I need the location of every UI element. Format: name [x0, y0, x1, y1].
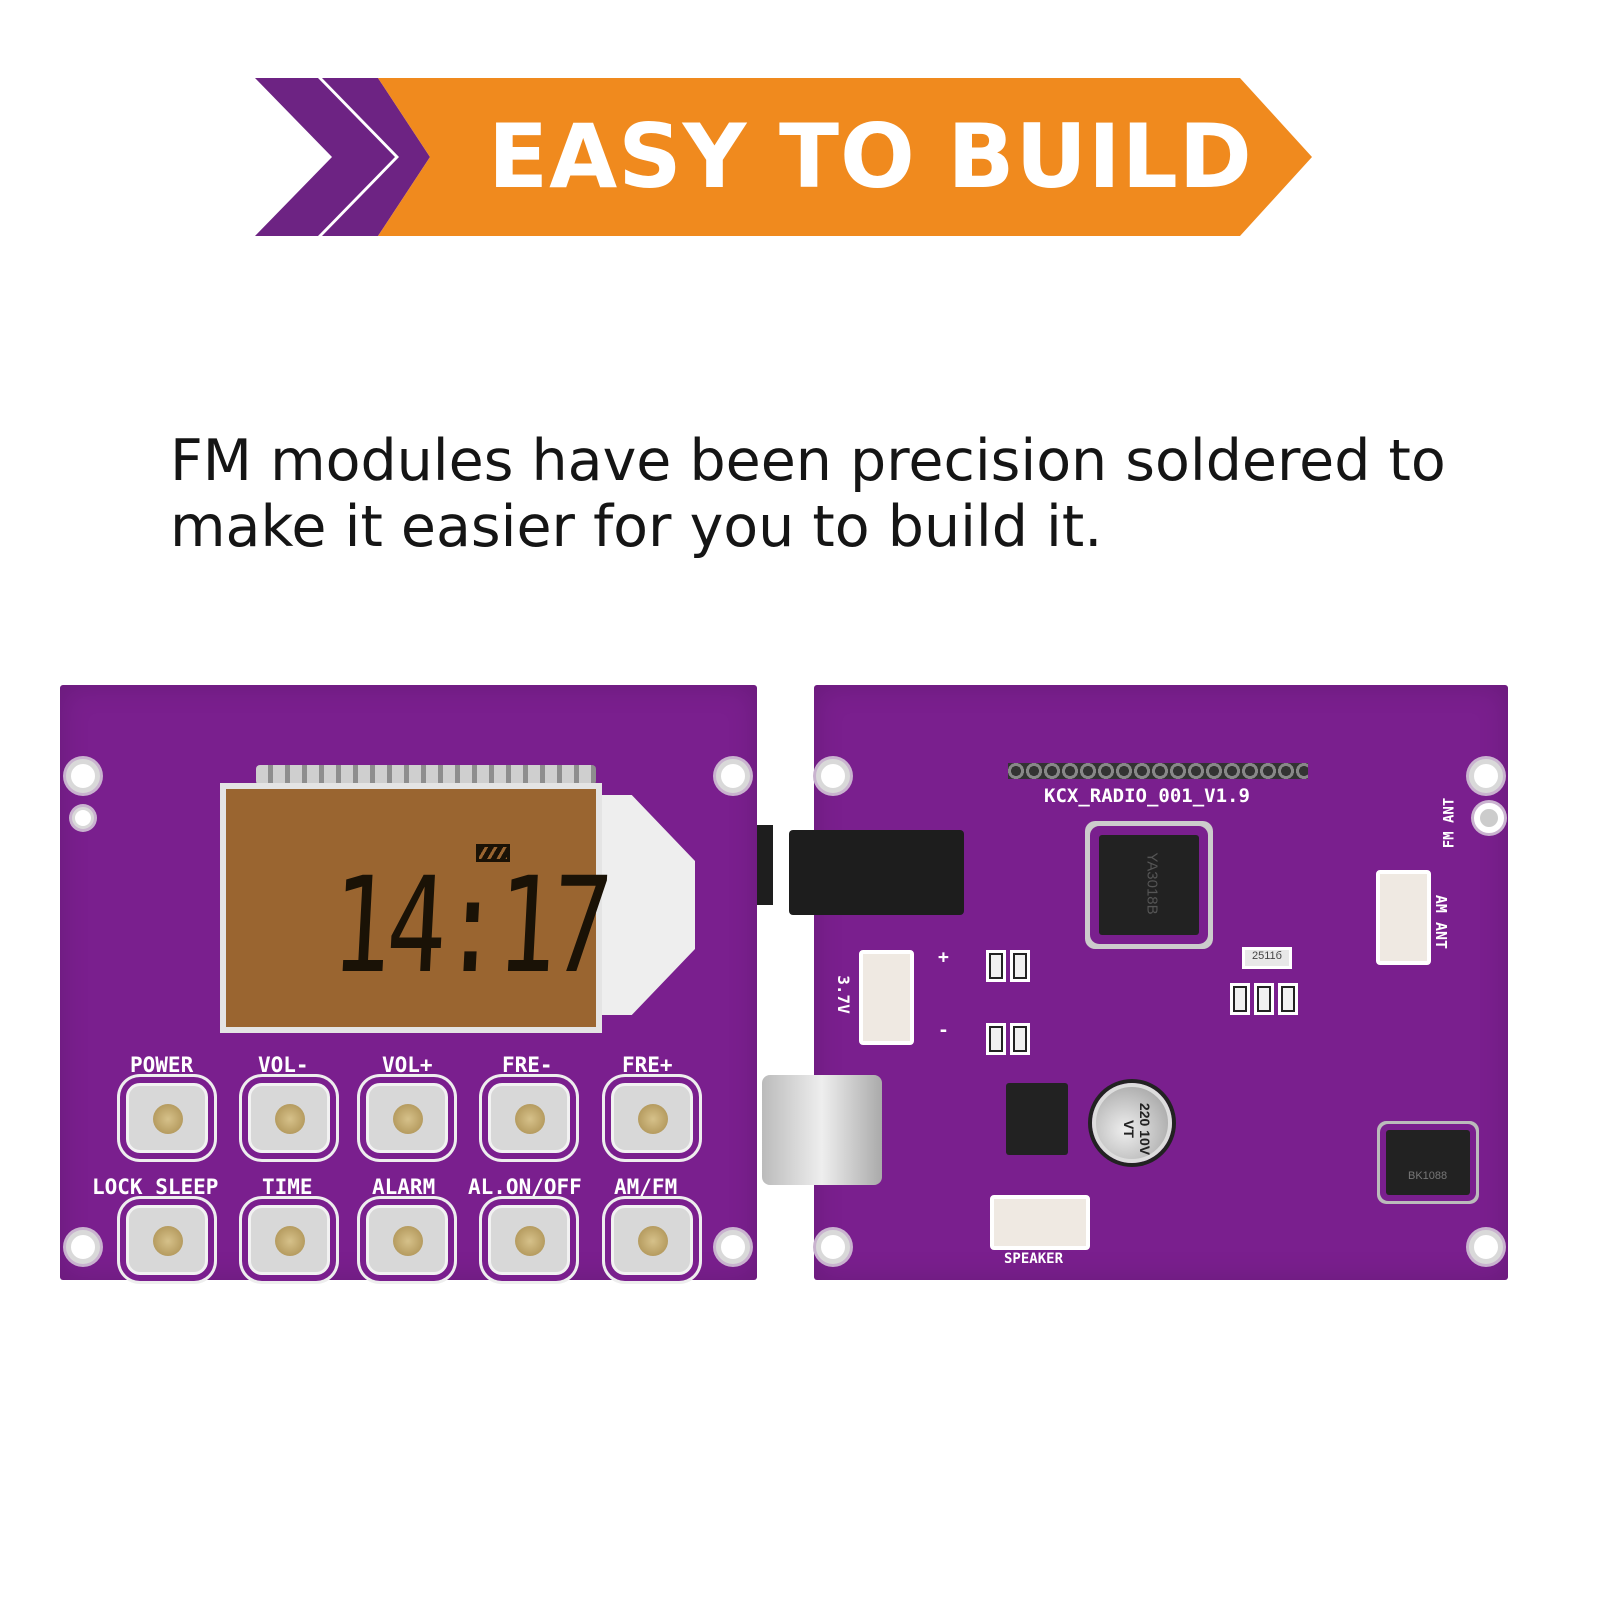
fm-ant-label: FM ANT — [1441, 797, 1458, 849]
main-chip-marking: YA3018B — [1143, 852, 1161, 915]
label-vol-up: VOL+ — [382, 1053, 433, 1077]
resistor — [1254, 983, 1274, 1015]
side-jack — [757, 825, 773, 905]
main-chip: YA3018B — [1099, 835, 1199, 935]
lock-sleep-button[interactable] — [126, 1205, 208, 1275]
banner — [255, 78, 1312, 236]
shunt-resistor: 2511б — [1242, 947, 1292, 969]
header-pins — [1008, 763, 1308, 779]
fre-up-button[interactable] — [611, 1083, 693, 1153]
description-line: make it easier for you to build it. — [170, 494, 1103, 560]
am-antenna-connector[interactable] — [1376, 870, 1431, 965]
lcd-display: 14:17 — [220, 783, 611, 1033]
radio-chip: BK1088 — [1386, 1130, 1470, 1195]
speaker-connector[interactable] — [990, 1195, 1090, 1250]
battery-connector[interactable] — [859, 950, 914, 1045]
label-fre-down: FRE- — [502, 1053, 553, 1077]
chevron-icon — [322, 78, 430, 236]
resistor — [1230, 983, 1250, 1015]
speaker-label: SPEAKER — [1004, 1251, 1064, 1267]
chevron-icon — [255, 78, 395, 236]
lcd-time: 14:17 — [327, 849, 612, 1003]
label-alarm-on-off: AL.ON/OFF — [468, 1175, 582, 1199]
label-lock-sleep: LOCK_SLEEP — [92, 1175, 219, 1199]
vol-up-button[interactable] — [366, 1083, 448, 1153]
amp-chip — [1006, 1083, 1068, 1155]
alarm-on-off-button[interactable] — [488, 1205, 570, 1275]
power-button[interactable] — [126, 1083, 208, 1153]
back-pcb: KCX_RADIO_001_V1.9 FM ANT YA3018B 3.7V +… — [762, 685, 1508, 1280]
mount-hole — [716, 759, 750, 793]
am-ant-label: AM ANT — [1432, 894, 1451, 950]
plus-label: + — [938, 947, 949, 968]
resistor — [986, 950, 1006, 982]
mount-hole — [816, 759, 850, 793]
label-alarm: ALARM — [372, 1175, 436, 1199]
front-pcb: 14:17 POWER VOL- VOL+ FRE- FRE+ LOCK_SLE… — [60, 685, 773, 1280]
capacitor-marking: 220 10V VT — [1121, 1102, 1153, 1156]
usb-c-port[interactable] — [762, 1075, 882, 1185]
vol-down-button[interactable] — [248, 1083, 330, 1153]
resistor — [986, 1023, 1006, 1055]
fre-down-button[interactable] — [488, 1083, 570, 1153]
alarm-button[interactable] — [366, 1205, 448, 1275]
label-power: POWER — [130, 1053, 194, 1077]
audio-jack — [789, 830, 964, 915]
capacitor: 220 10V VT — [1092, 1083, 1172, 1163]
banner-title: EASY TO BUILD — [488, 105, 1253, 208]
time-button[interactable] — [248, 1205, 330, 1275]
resistor — [1010, 950, 1030, 982]
mount-hole — [1469, 1230, 1503, 1264]
radio-chip-marking: BK1088 — [1408, 1170, 1448, 1182]
label-time: TIME — [262, 1175, 313, 1199]
mount-hole — [66, 1230, 100, 1264]
label-am-fm: AM/FM — [614, 1175, 678, 1199]
banner-ribbon — [378, 78, 1312, 236]
am-fm-button[interactable] — [611, 1205, 693, 1275]
resistor — [1010, 1023, 1030, 1055]
resistor — [1278, 983, 1298, 1015]
battery-label: 3.7V — [833, 975, 853, 1014]
mount-hole — [1469, 759, 1503, 793]
mount-hole — [716, 1230, 750, 1264]
label-vol-down: VOL- — [258, 1053, 309, 1077]
minus-label: - — [938, 1020, 949, 1041]
description-line: FM modules have been precision soldered … — [170, 428, 1446, 494]
mount-hole — [816, 1230, 850, 1264]
description: FM modules have been precision soldered … — [170, 428, 1470, 560]
fm-antenna-pad — [1474, 803, 1504, 833]
mount-hole — [66, 759, 100, 793]
mount-hole — [72, 807, 94, 829]
board-name: KCX_RADIO_001_V1.9 — [1044, 785, 1250, 807]
battery-icon — [476, 844, 510, 862]
label-fre-up: FRE+ — [622, 1053, 673, 1077]
lcd-pins — [256, 765, 596, 785]
